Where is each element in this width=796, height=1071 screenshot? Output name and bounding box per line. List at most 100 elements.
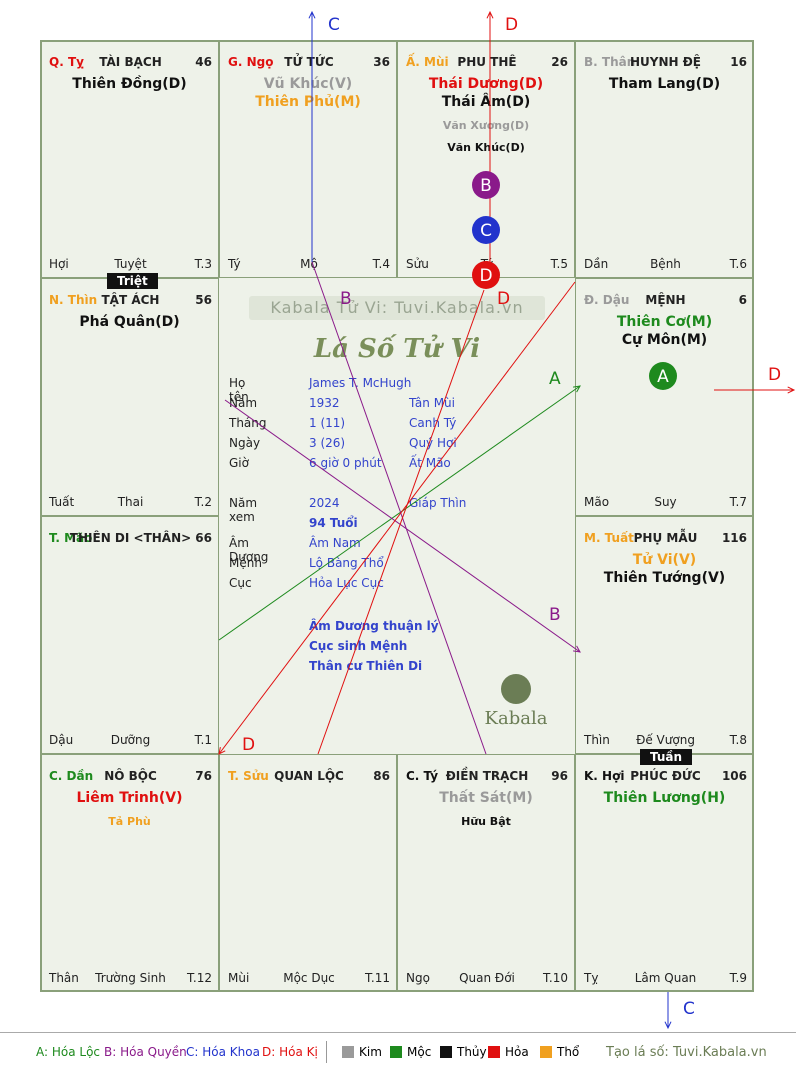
info-value: 1 (11)	[309, 416, 346, 430]
palace-branch: Tý	[228, 257, 241, 271]
palace-header: C. Tý ĐIỀN TRẠCH 96	[406, 769, 568, 785]
palace-header: N. Thìn TẬT ÁCH 56	[49, 293, 212, 309]
palace-stem: M. Tuất	[584, 531, 634, 545]
palace-footer: Tuất Thai T.2	[49, 495, 212, 509]
tuan-badge: Tuần	[640, 749, 693, 765]
palace-cycle: T.4	[372, 257, 390, 271]
palace-stem: T. Mão	[49, 531, 93, 545]
palace-branch: Sửu	[406, 257, 429, 271]
element-name: Thổ	[557, 1045, 580, 1059]
palace-stars: Thiên Lương(H)	[576, 789, 753, 807]
palace-stars: Thái Dương(D)Thái Âm(D) Văn Xương(D)Văn …	[398, 75, 574, 155]
arrow-a	[218, 385, 581, 641]
transform-marker	[472, 261, 500, 289]
legend-key: B: Hóa Quyền	[104, 1045, 187, 1059]
palace-age: 36	[373, 55, 390, 69]
palace-branch: Ngọ	[406, 971, 430, 985]
palace-footer: Hợi Tuyệt T.3	[49, 257, 212, 271]
info-value: 1932	[309, 396, 340, 410]
info-key: Tháng	[229, 416, 267, 430]
arrow-head	[573, 645, 581, 653]
palace-footer: Mão Suy T.7	[584, 495, 747, 509]
palace-1[interactable]: G. Ngọ TỬ TỨC 36 Vũ Khúc(V)Thiên Phủ(M) …	[219, 40, 397, 278]
info-key: Năm	[229, 396, 258, 410]
info-value: 6 giờ 0 phút	[309, 456, 382, 470]
legend-element: Thủy	[440, 1045, 487, 1059]
palace-stem: T. Sửu	[228, 769, 269, 783]
palace-header: C. Dần NÔ BỘC 76	[49, 769, 212, 785]
info-value-2: Ất Mão	[409, 456, 451, 470]
kabala-logo[interactable]: Kabala	[481, 674, 551, 729]
palace-age: 96	[551, 769, 568, 783]
create-chart-link[interactable]: Tạo lá số: Tuvi.Kabala.vn	[606, 1045, 767, 1060]
color-swatch	[390, 1046, 402, 1058]
palace-name: TỬ TỨC	[284, 55, 334, 69]
minor-star: Văn Xương(D)	[442, 119, 530, 132]
transform-marker	[472, 216, 500, 244]
palace-phase: Bệnh	[650, 257, 681, 271]
palace-age: 56	[195, 293, 212, 307]
palace-branch: Mùi	[228, 971, 250, 985]
arrow-label: C	[328, 15, 340, 35]
main-star: Thiên Cơ(M)	[616, 314, 713, 330]
info-key: Họ tên	[229, 376, 249, 404]
palace-10[interactable]: C. Tý ĐIỀN TRẠCH 96 Thất Sát(M) Hữu Bật …	[397, 754, 575, 992]
arrow-label: D	[505, 15, 518, 35]
main-star: Thiên Đồng(D)	[72, 76, 187, 92]
main-star: Thiên Lương(H)	[603, 790, 726, 806]
palace-stem: K. Hợi	[584, 769, 625, 783]
site-banner[interactable]: Kabala Tử Vi: Tuvi.Kabala.vn	[249, 296, 545, 320]
palace-name: MỆNH	[645, 293, 686, 307]
main-star: Cự Môn(M)	[621, 332, 708, 348]
palace-cycle: T.8	[729, 733, 747, 747]
palace-branch: Hợi	[49, 257, 69, 271]
palace-stars: Thiên Cơ(M) Cự Môn(M)	[576, 313, 753, 349]
main-star: Thái Âm(D)	[441, 94, 531, 110]
color-swatch	[488, 1046, 500, 1058]
palace-branch: Tỵ	[584, 971, 599, 985]
palace-header: Q. Tỵ TÀI BẠCH 46	[49, 55, 212, 71]
palace-branch: Tuất	[49, 495, 75, 509]
legend-transform: D: Hóa Kị	[262, 1045, 318, 1059]
palace-5[interactable]: Đ. Dậu MỆNH 6 Thiên Cơ(M) Cự Môn(M) Mão S…	[575, 278, 754, 516]
palace-age: 116	[721, 531, 747, 545]
palace-name: TÀI BẠCH	[99, 55, 162, 69]
color-swatch	[440, 1046, 452, 1058]
palace-cycle: T.7	[729, 495, 747, 509]
arrow-head	[664, 1021, 672, 1030]
element-name: Hỏa	[505, 1045, 529, 1059]
palace-11[interactable]: K. Hợi PHÚC ĐỨC 106 Thiên Lương(H) Tỵ Lâ…	[575, 754, 754, 992]
palace-age: 66	[195, 531, 212, 545]
palace-header: Đ. Dậu MỆNH 6	[584, 293, 747, 309]
palace-age: 16	[730, 55, 747, 69]
palace-9[interactable]: T. Sửu QUAN LỘC 86 Mùi Mộc Dục T.11	[219, 754, 397, 992]
palace-stem: C. Tý	[406, 769, 439, 783]
arrow-d-line-2	[218, 281, 576, 755]
arrow-label: B	[340, 289, 352, 309]
legend-element: Hỏa	[488, 1045, 529, 1059]
legend-transform: C: Hóa Khoa	[186, 1045, 260, 1059]
main-star: Thất Sát(M)	[439, 790, 533, 806]
palace-header: M. Tuất PHỤ MẪU 116	[584, 531, 747, 547]
info-key: Giờ	[229, 456, 249, 470]
palace-phase: Trường Sinh	[95, 971, 166, 985]
arrow-label: B	[549, 605, 561, 625]
palace-name: QUAN LỘC	[274, 769, 344, 783]
info-value: James T. McHugh	[309, 376, 412, 390]
palace-cycle: T.5	[550, 257, 568, 271]
palace-7[interactable]: M. Tuất PHỤ MẪU 116 Tử Vi(V)Thiên Tướng(…	[575, 516, 754, 754]
info-key: Mệnh	[229, 556, 262, 570]
palace-footer: Dậu Dưỡng T.1	[49, 733, 212, 747]
palace-stem: Ấ. Mùi	[406, 55, 449, 69]
palace-phase: Đế Vượng	[636, 733, 695, 747]
palace-8[interactable]: C. Dần NÔ BỘC 76 Liêm Trinh(V) Tả Phù Th…	[40, 754, 219, 992]
arrow-d-line-1	[317, 289, 485, 755]
arrow-b-line	[224, 399, 581, 653]
legend-key: C: Hóa Khoa	[186, 1045, 260, 1059]
triet-badge: Triệt	[107, 273, 158, 289]
palace-footer: Tỵ Lâm Quan T.9	[584, 971, 747, 985]
palace-3[interactable]: B. Thân HUYNH ĐỆ 16 Tham Lang(D) Dần Bện…	[575, 40, 754, 278]
palace-6[interactable]: T. Mão THIÊN DI <THÂN> 66 Dậu Dưỡng T.1	[40, 516, 219, 754]
palace-cycle: T.3	[194, 257, 212, 271]
